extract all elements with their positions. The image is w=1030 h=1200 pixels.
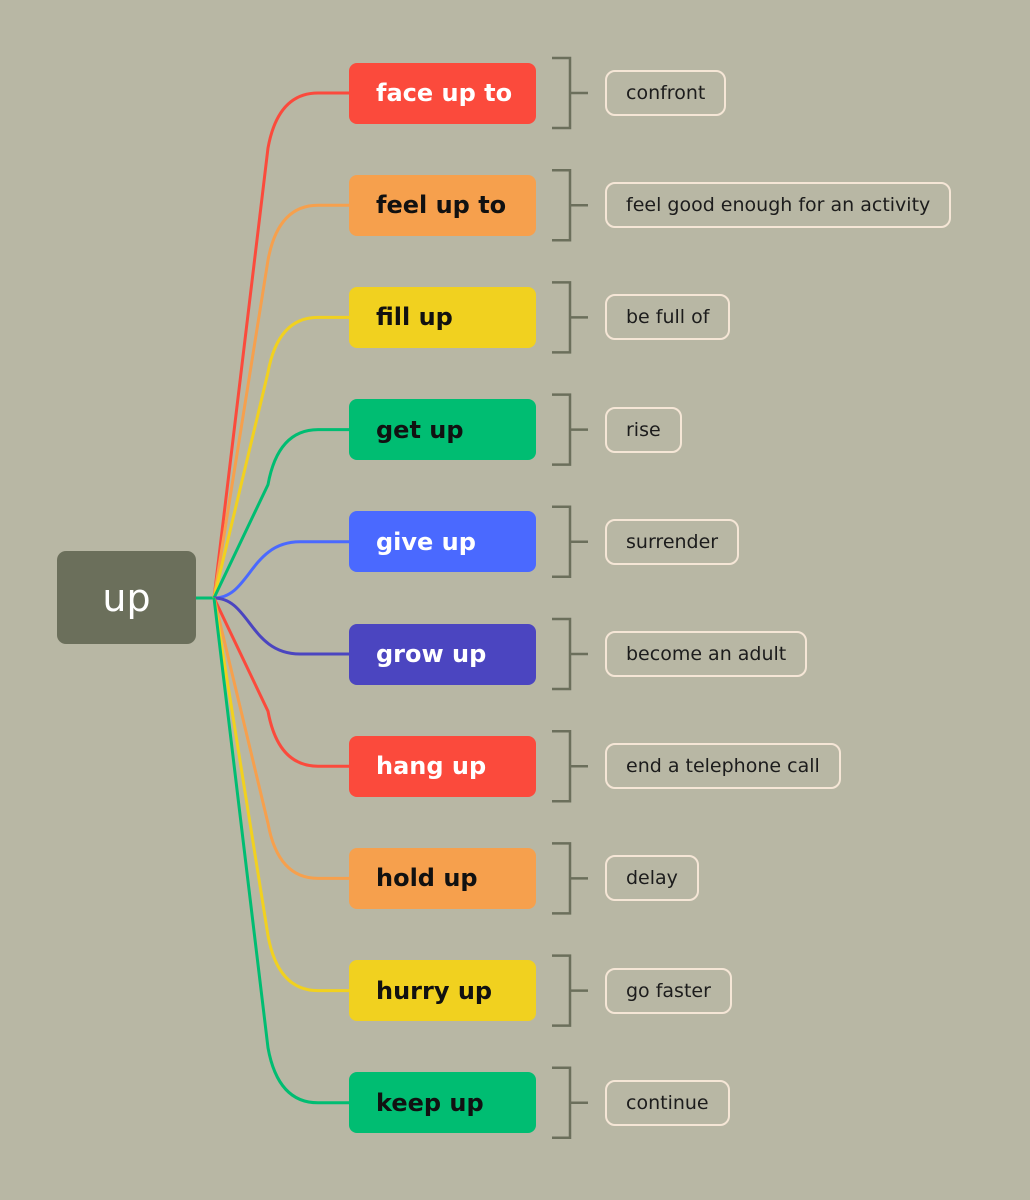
bracket [552, 281, 588, 354]
connector-line [212, 315, 349, 599]
bracket [552, 505, 588, 579]
connector-line [212, 597, 349, 1105]
root-node: up [57, 551, 196, 644]
phrase-node: feel up to [349, 174, 536, 236]
bracket [552, 393, 588, 466]
bracket [552, 954, 588, 1027]
connector-line [213, 596, 349, 656]
connector-line [212, 203, 349, 599]
phrase-node: hang up [349, 735, 536, 797]
bracket [552, 617, 588, 691]
meaning-node: be full of [605, 294, 731, 341]
meaning-node: continue [605, 1079, 730, 1126]
bracket [552, 729, 588, 803]
meaning-node: confront [605, 70, 727, 116]
meaning-node: go faster [605, 967, 732, 1014]
phrase-node: face up to [349, 62, 536, 124]
connector-line [212, 597, 349, 768]
phrase-node: fill up [349, 286, 536, 348]
meaning-node: rise [605, 406, 682, 453]
bracket [552, 1066, 588, 1140]
meaning-node: feel good enough for an activity [605, 182, 952, 229]
connector-line [212, 597, 349, 993]
bracket [552, 842, 588, 915]
phrase-node: grow up [349, 623, 536, 685]
bracket [552, 56, 588, 130]
meaning-node: end a telephone call [605, 743, 841, 790]
phrase-node: keep up [349, 1072, 536, 1134]
connector-line [212, 597, 349, 880]
meaning-node: become an adult [605, 631, 808, 677]
phrase-node: hold up [349, 847, 536, 909]
connector-line [212, 91, 349, 599]
phrase-node: get up [349, 399, 536, 461]
bracket [552, 168, 588, 242]
meaning-node: surrender [605, 518, 740, 565]
meaning-node: delay [605, 855, 699, 902]
connector-line [212, 428, 349, 599]
connector-line [213, 540, 349, 600]
phrase-node: hurry up [349, 960, 536, 1022]
phrase-node: give up [349, 511, 536, 573]
